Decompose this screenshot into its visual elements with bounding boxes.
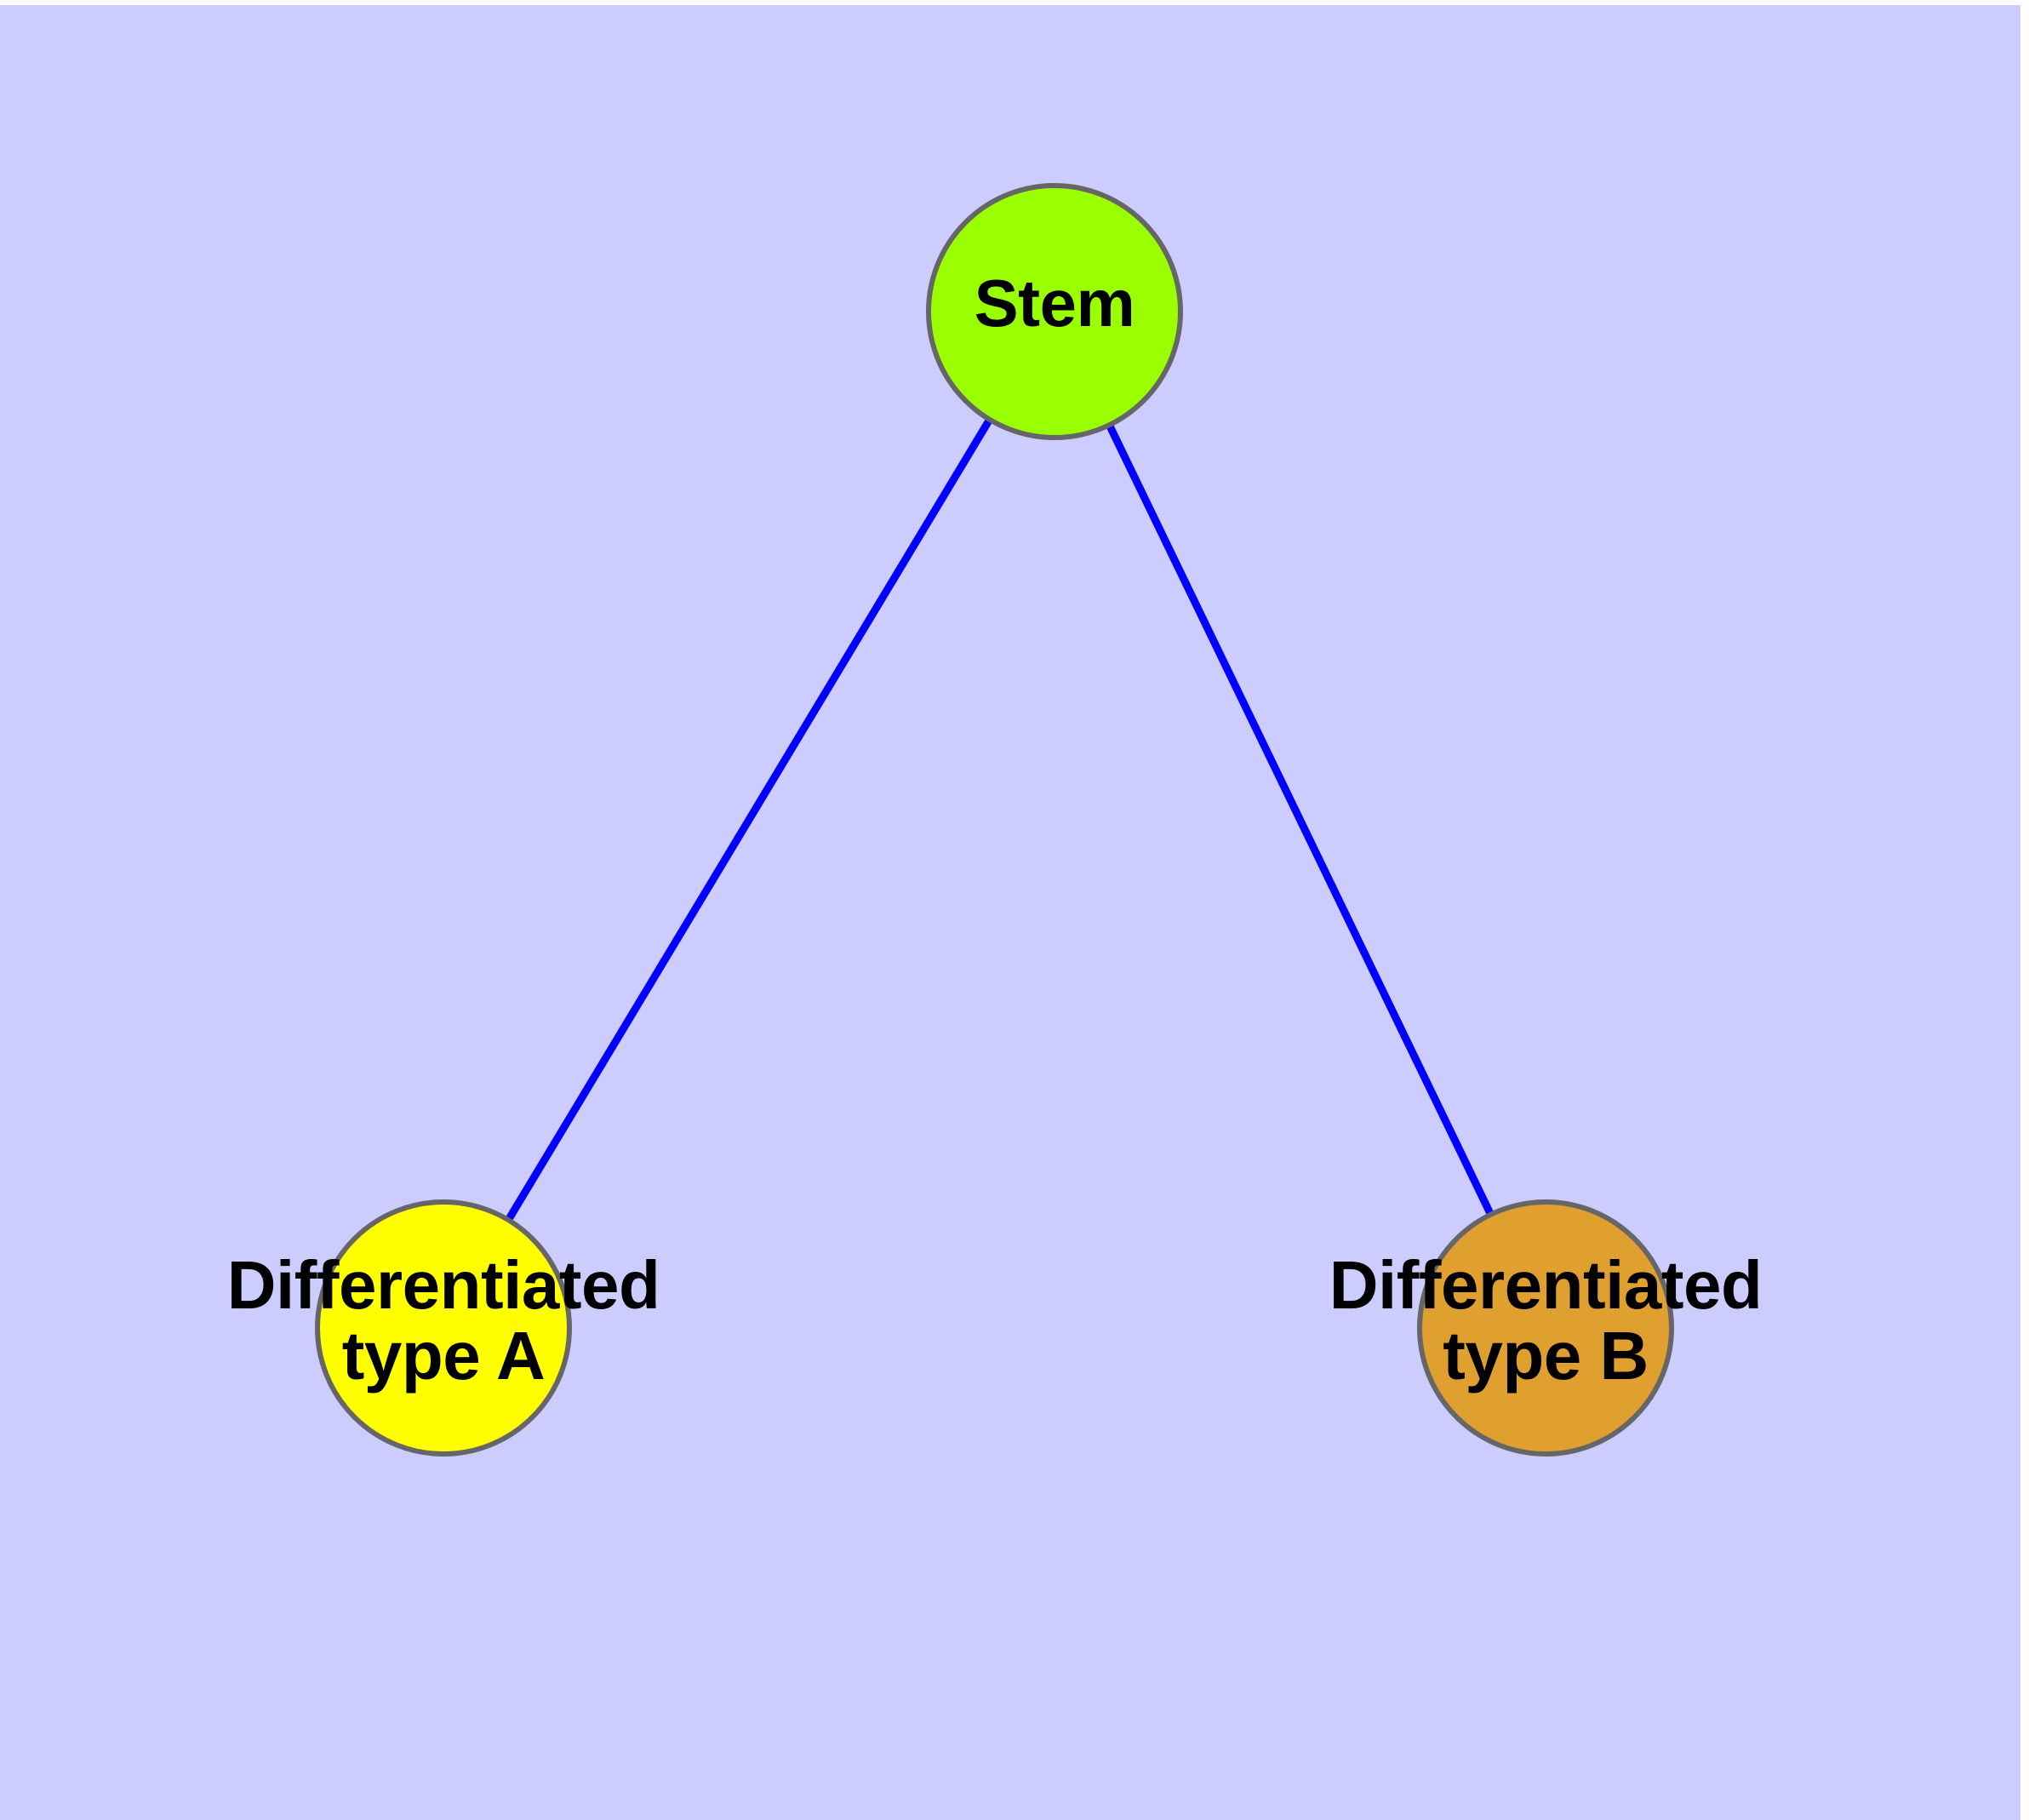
edge-layer: [440, 309, 1550, 1331]
node-differentiated-type-b[interactable]: [1417, 1199, 1674, 1457]
node-layer: [315, 183, 1674, 1457]
graph-svg: [315, 183, 1674, 1457]
edge-stem-to-diff-b[interactable]: [1050, 310, 1550, 1330]
node-differentiated-type-a[interactable]: [315, 1199, 572, 1457]
node-stem[interactable]: [926, 183, 1183, 440]
edge-stem-to-diff-a[interactable]: [440, 309, 1058, 1331]
